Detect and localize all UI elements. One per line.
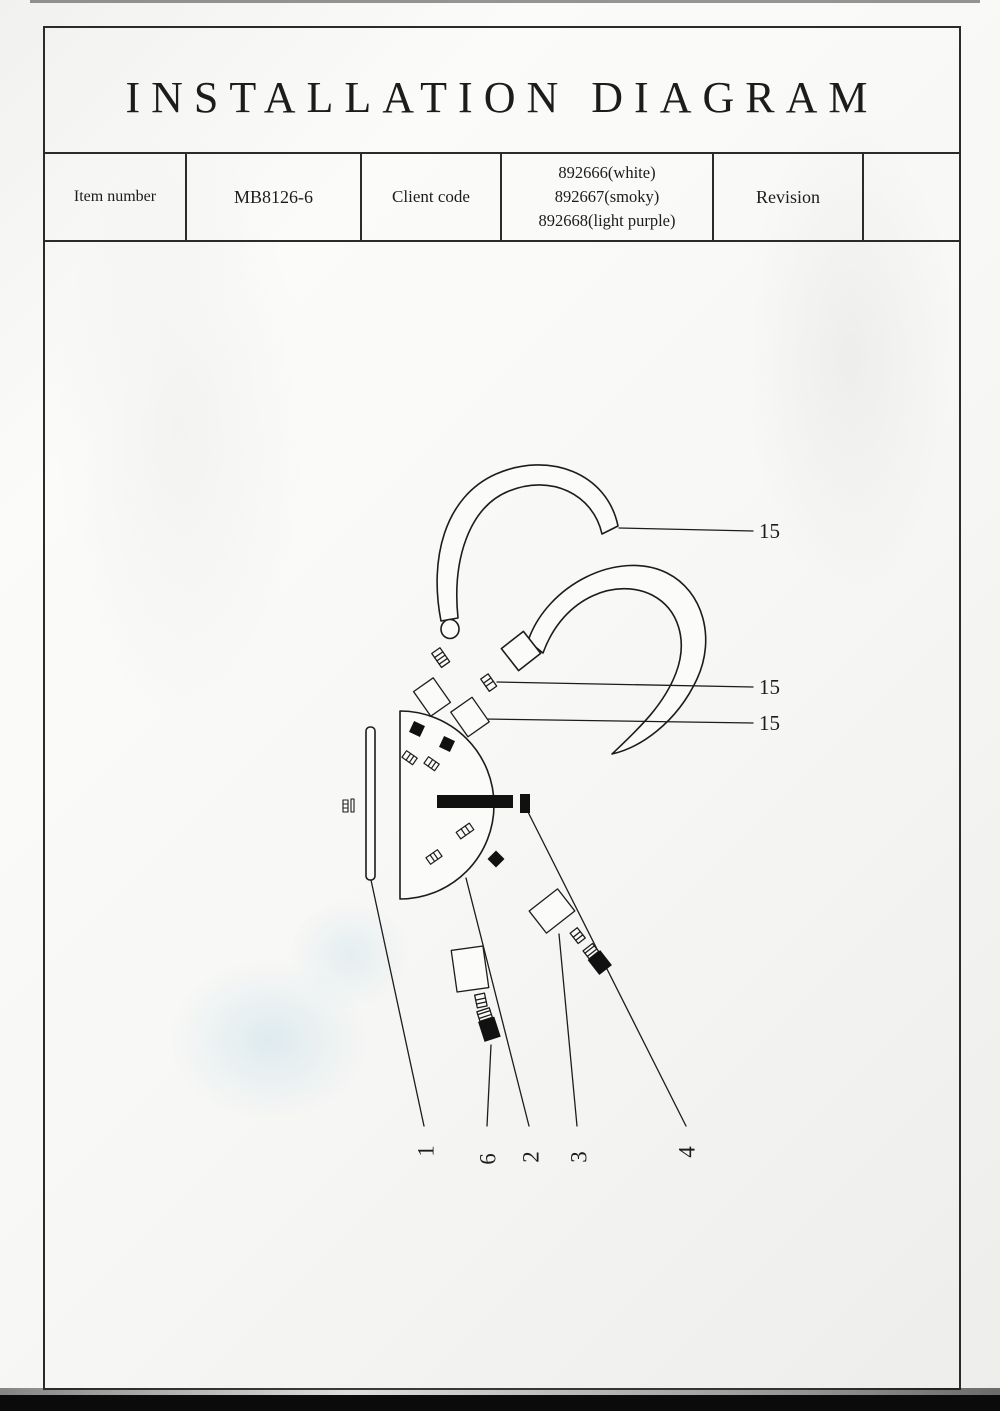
- coupler-box: [450, 945, 490, 993]
- plate-hole: [409, 721, 425, 737]
- leader-line-part-4: [527, 811, 687, 1127]
- leader-line-part-3: [558, 933, 578, 1127]
- leader-line-part-1: [370, 879, 425, 1127]
- plate-hole: [439, 736, 455, 752]
- screw-part: [474, 992, 488, 1009]
- screw-part: [425, 849, 443, 865]
- strap-screws: [342, 798, 355, 813]
- callout-part-4: 4: [675, 1146, 700, 1158]
- callout-15-top: 15: [759, 519, 780, 543]
- client-code-label: Client code: [392, 186, 470, 206]
- callout-part-3: 3: [567, 1151, 592, 1163]
- leader-line-arm-top: [618, 527, 754, 532]
- screw-part: [569, 927, 586, 945]
- leader-line-part-6: [486, 1044, 492, 1127]
- right-arm-tube: [527, 564, 707, 755]
- left-arm-end-ring: [440, 618, 460, 640]
- leader-lines-bottom: [370, 811, 687, 1127]
- lower-left-parts: [450, 945, 501, 1042]
- client-code-light-purple: 892668(light purple): [538, 210, 676, 230]
- terminal-block: [520, 794, 530, 813]
- left-arm-tube: [436, 464, 619, 622]
- item-number-label: Item number: [73, 188, 157, 206]
- item-number-value: MB8126-6: [233, 186, 313, 207]
- capped-screw-part: [476, 1007, 501, 1042]
- screw-part: [401, 750, 418, 766]
- arm-connector-parts: [412, 647, 498, 738]
- client-code-values-cell: 892666(white) 892667(smoky) 892668(light…: [502, 154, 714, 240]
- drawing-border-frame: INSTALLATION DIAGRAM Item number MB8126-…: [43, 26, 961, 1390]
- screw-part: [455, 822, 475, 840]
- coupler-box: [450, 696, 490, 738]
- screw-part: [480, 673, 498, 692]
- screw-part: [423, 756, 440, 772]
- leader-line-arm-bottom: [483, 718, 754, 724]
- callout-part-1: 1: [414, 1145, 439, 1157]
- scan-edge-bottom: [0, 1395, 1000, 1411]
- scan-edge-smear: [0, 1388, 1000, 1395]
- callout-15-bottom: 15: [759, 711, 780, 735]
- coupler-box: [528, 888, 576, 934]
- leader-line-part-2: [465, 877, 530, 1127]
- plate-hole: [487, 850, 505, 868]
- item-number-label-cell: Item number: [45, 154, 187, 240]
- callout-15-mid: 15: [759, 675, 780, 699]
- leader-lines-arms: [483, 527, 754, 724]
- client-code-white: 892666(white): [558, 163, 656, 183]
- scan-edge-top: [30, 0, 980, 3]
- coupler-box: [412, 677, 452, 717]
- callout-part-2: 2: [519, 1151, 544, 1163]
- plate-cross-bar: [437, 795, 513, 808]
- callout-part-6: 6: [476, 1153, 501, 1165]
- plate-holes-and-screws: [401, 721, 505, 868]
- leader-line-arm-mid: [496, 681, 754, 688]
- title-block-table: Item number MB8126-6 Client code 892666(…: [45, 152, 959, 242]
- client-code-label-cell: Client code: [362, 154, 502, 240]
- lower-right-parts: [528, 888, 612, 975]
- revision-label: Revision: [755, 186, 820, 207]
- capped-screw-part: [582, 942, 612, 975]
- mounting-strap: [365, 726, 376, 881]
- right-arm-ferrule: [500, 630, 542, 672]
- client-code-smoky: 892667(smoky): [554, 187, 660, 207]
- item-number-value-cell: MB8126-6: [187, 154, 362, 240]
- screw-part: [431, 647, 451, 669]
- revision-label-cell: Revision: [714, 154, 864, 240]
- page-title: INSTALLATION DIAGRAM: [125, 73, 879, 122]
